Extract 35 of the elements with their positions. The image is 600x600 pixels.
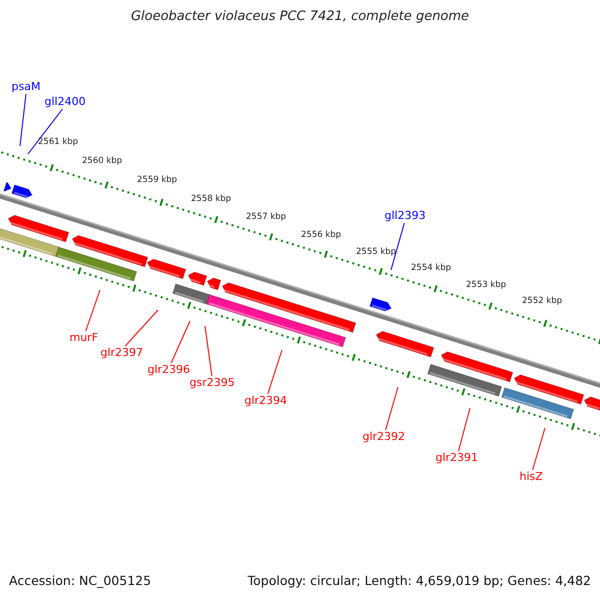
scale-label: 2560 kbp (82, 157, 122, 166)
scale-label: 2559 kbp (137, 176, 178, 186)
gene-label: gsr2395 (190, 377, 235, 390)
gene-label: gll2393 (384, 210, 426, 222)
leader-line (532, 428, 546, 470)
scale-label: 2558 kbp (191, 195, 232, 204)
gene-label: glr2397 (100, 347, 144, 360)
gene-label: murF (70, 332, 98, 344)
leader-line (458, 408, 470, 452)
gene-label: hisZ (520, 471, 543, 484)
accession-note: Accession: NC_005125 (9, 574, 152, 588)
scale-label: 2557 kbp (246, 213, 286, 222)
scale-label: 2552 kbp (522, 297, 562, 306)
leader-line (390, 222, 405, 270)
genome-summary-note: Topology: circular; Length: 4,659,019 bp; Genes: 4,482 (248, 574, 591, 588)
gene-label: gll2400 (44, 96, 86, 108)
leader-line (385, 386, 398, 430)
scale-label: 2553 kbp (466, 281, 506, 290)
diagram-title: Gloeobacter violaceus PCC 7421, complete genome (130, 10, 470, 24)
leader-line (85, 290, 100, 332)
scale-label: 2561 kbp (38, 138, 78, 148)
scale-label: 2555 kbp (356, 248, 396, 258)
gene-label: psaM (12, 81, 40, 94)
gene-label: glr2391 (436, 452, 478, 464)
leader-line (204, 326, 212, 376)
gene-label: glr2394 (244, 395, 288, 408)
leader-line (20, 94, 26, 146)
leader-line (170, 320, 190, 364)
gene-label: glr2396 (148, 364, 190, 376)
scale-label: 2556 kbp (301, 231, 342, 240)
gene-label: glr2392 (362, 431, 406, 444)
leader-line (28, 108, 63, 154)
leader-line (124, 310, 158, 346)
scale-label: 2554 kbp (411, 264, 452, 274)
leader-line (267, 350, 282, 394)
